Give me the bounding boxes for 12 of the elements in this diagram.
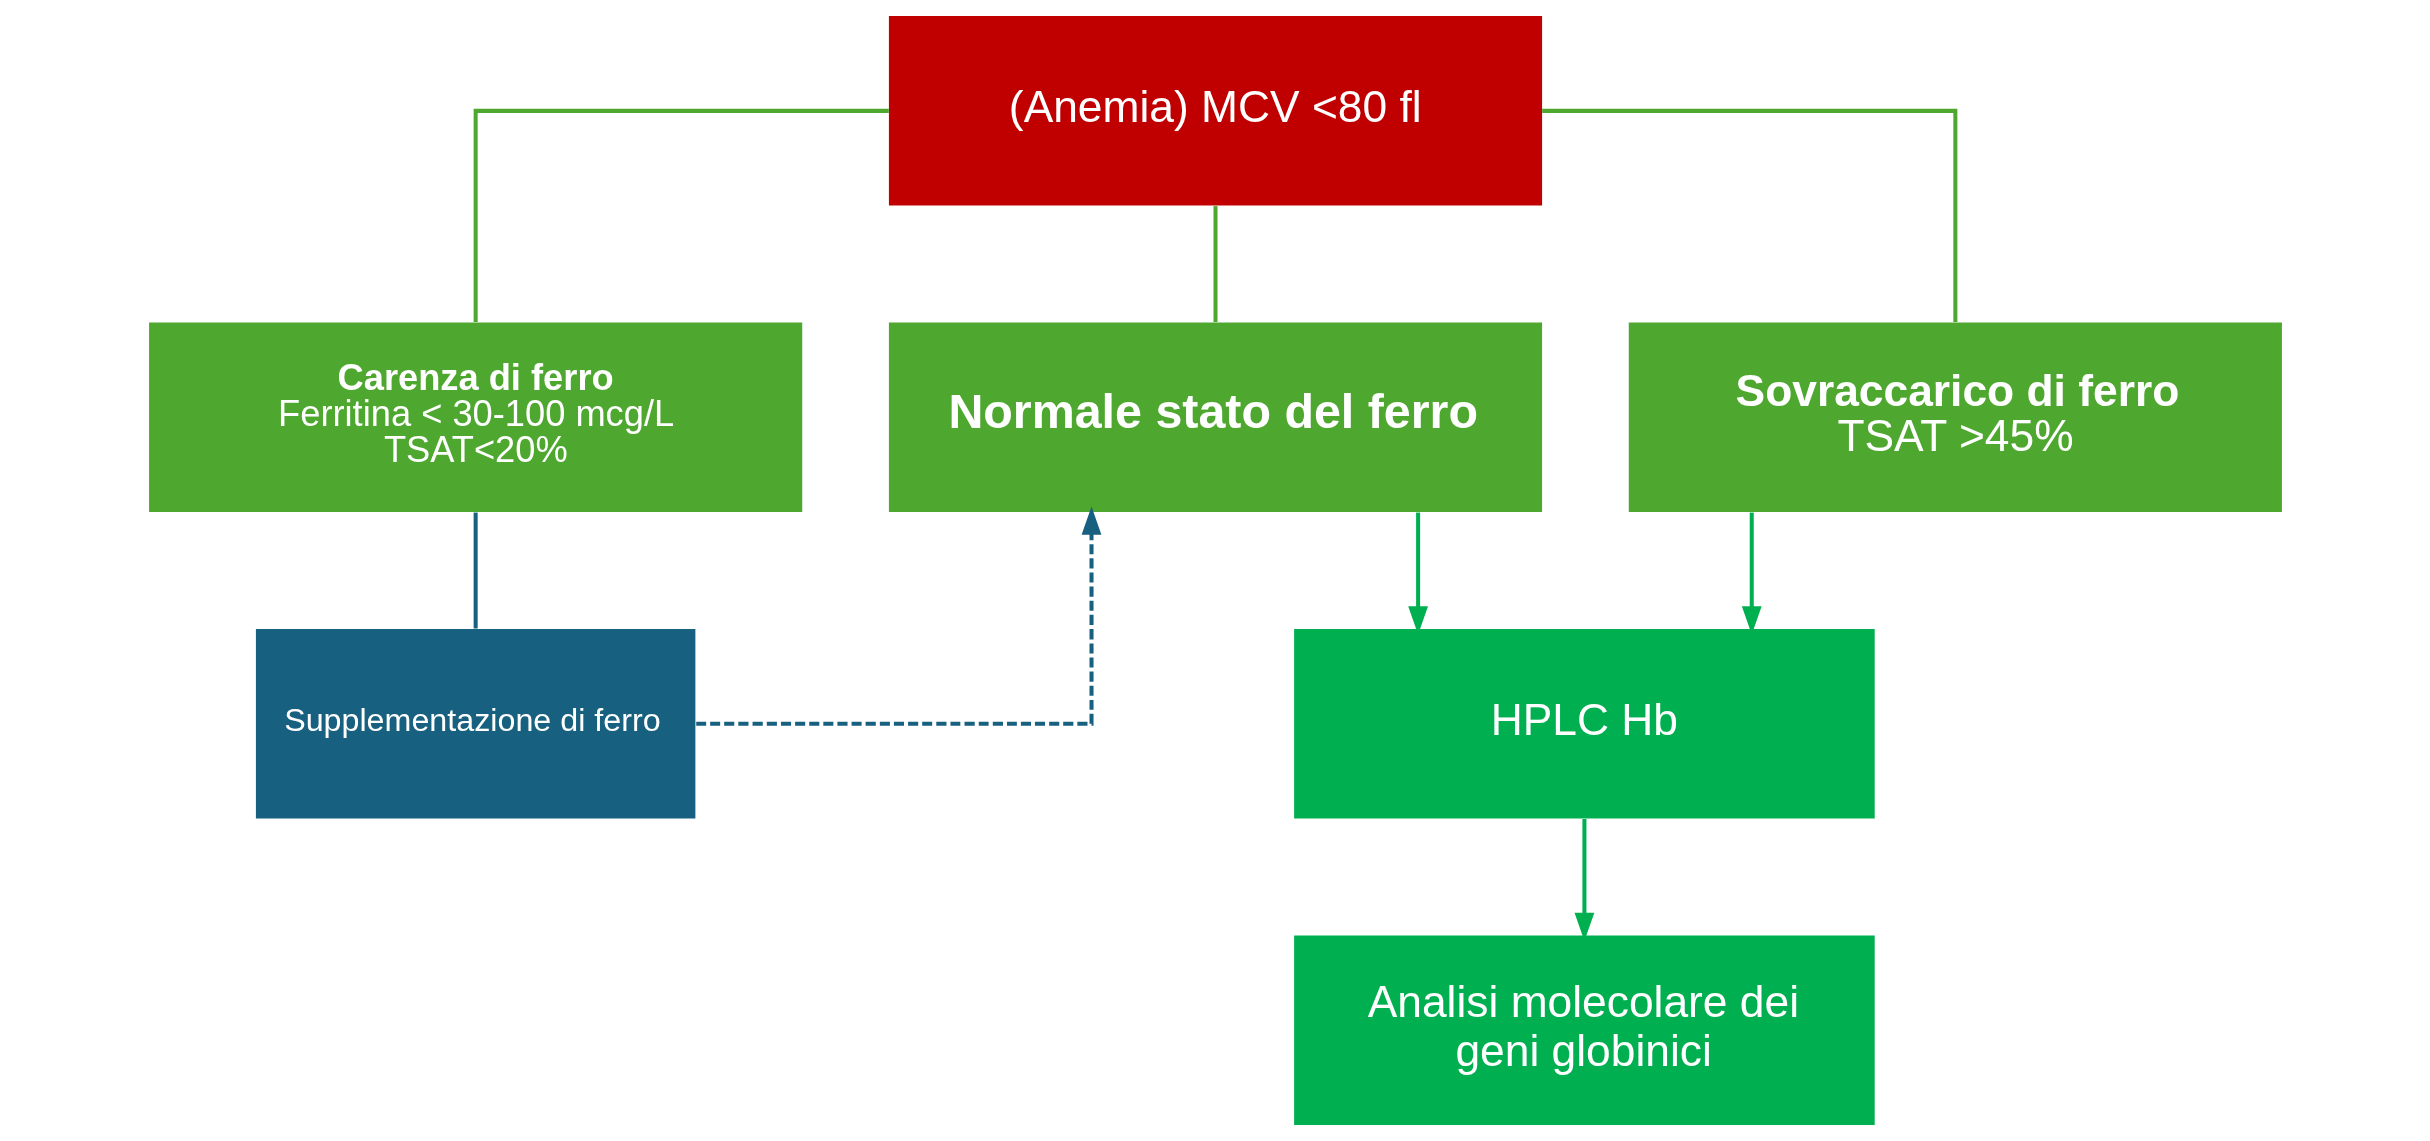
- connector: [473, 512, 478, 629]
- node-box: HPLC Hb: [1293, 628, 1875, 819]
- node-box: Normale stato del ferro: [888, 322, 1542, 513]
- connector: [1541, 108, 1957, 322]
- node-box: Supplementazione di ferro: [255, 628, 695, 819]
- node-box: Carenza di ferro Ferritina < 30-100 mcg/L TSAT<20%: [148, 322, 802, 513]
- node-box: (Anemia) MCV <80 fl: [888, 16, 1542, 206]
- node-box: Sovraccarico di ferro TSAT >45%: [1628, 322, 2282, 513]
- node-box: Analisi molecolare dei geni globinici: [1293, 935, 1875, 1125]
- arrow: [695, 506, 1101, 726]
- connector: [473, 108, 889, 322]
- connector: [1213, 206, 1217, 323]
